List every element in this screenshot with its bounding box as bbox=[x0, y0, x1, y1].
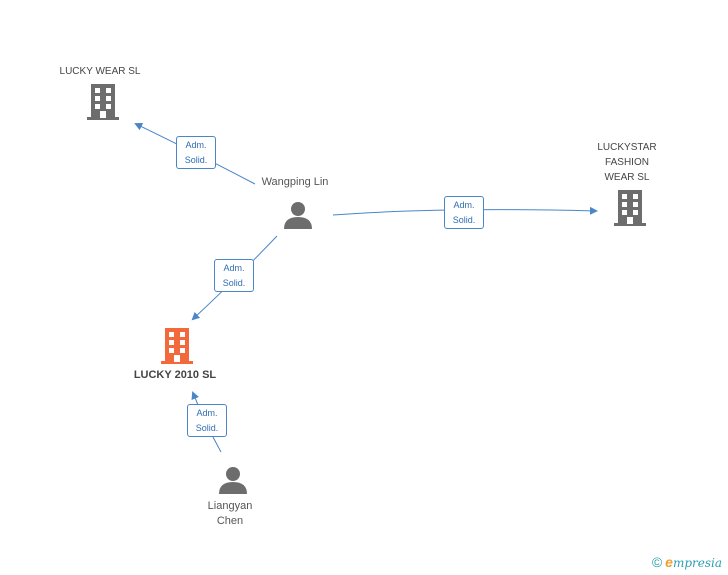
copyright-icon: © bbox=[651, 554, 663, 570]
person-label-wangping-lin: Wangping Lin bbox=[261, 176, 329, 188]
edge-label-wangping-lucky-2010[interactable]: Adm. Solid. bbox=[214, 259, 254, 292]
brand-logo-initial: e bbox=[665, 554, 673, 570]
edge-label-wangping-lucky-wear[interactable]: Adm. Solid. bbox=[176, 136, 216, 169]
building-icon[interactable] bbox=[614, 190, 646, 226]
company-label-lucky-wear: LUCKY WEAR SL bbox=[59, 66, 141, 77]
person-icon[interactable] bbox=[219, 466, 247, 494]
edge-label-wangping-luckystar[interactable]: Adm. Solid. bbox=[444, 196, 484, 229]
person-icon[interactable] bbox=[284, 201, 312, 229]
company-label-luckystar: LUCKYSTAR FASHION WEAR SL bbox=[597, 142, 657, 183]
brand-footer: ©empresia bbox=[652, 554, 722, 570]
brand-logo-text: mpresia bbox=[672, 556, 722, 570]
person-label-liangyan-chen: Liangyan Chen bbox=[207, 500, 253, 527]
edge-label-liangyan-lucky-2010[interactable]: Adm. Solid. bbox=[187, 404, 227, 437]
building-icon[interactable] bbox=[87, 84, 119, 120]
building-icon-highlighted[interactable] bbox=[161, 328, 193, 364]
company-label-lucky-2010: LUCKY 2010 SL bbox=[133, 369, 217, 381]
